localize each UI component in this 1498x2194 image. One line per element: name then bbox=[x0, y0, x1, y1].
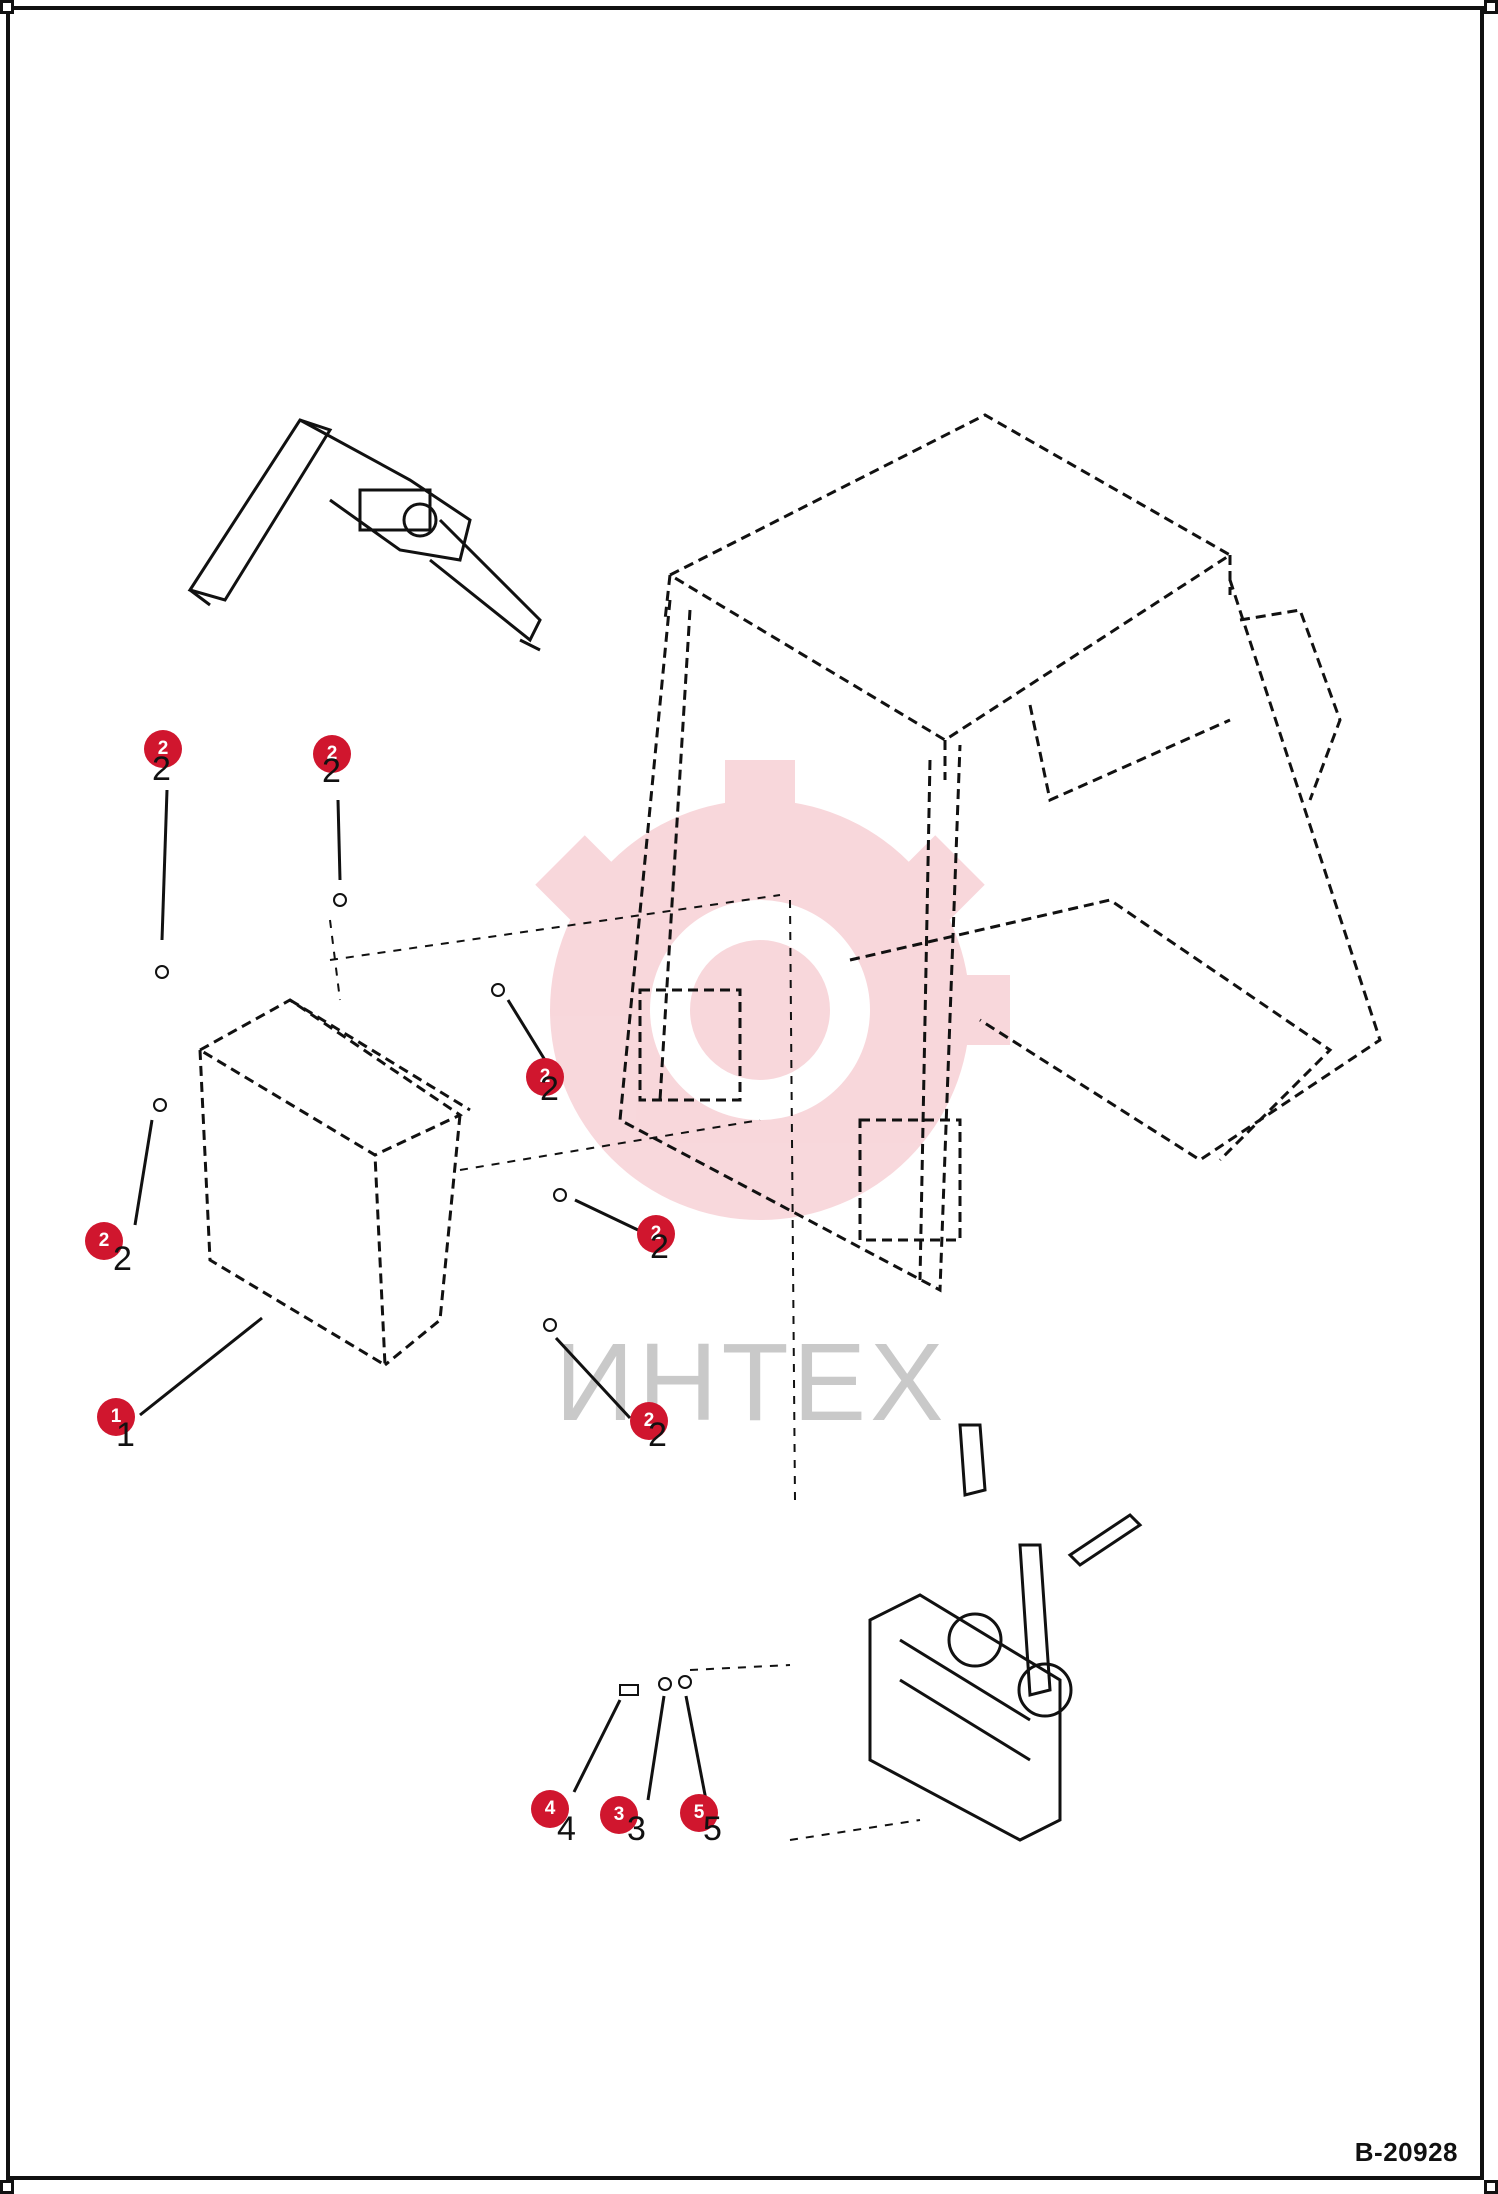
frame-corner-bottom-left bbox=[0, 2180, 14, 2194]
callout-badge-1: 1 bbox=[97, 1398, 135, 1436]
drawing-number: B-20928 bbox=[1354, 2137, 1458, 2167]
leader-lines bbox=[133, 789, 708, 1801]
callout-badge-2: 2 bbox=[630, 1402, 668, 1440]
cover-box-illustration bbox=[197, 998, 471, 1368]
callout-number: 2 bbox=[540, 1070, 559, 1108]
drawing-frame bbox=[6, 6, 1484, 2180]
callout-badge-5: 5 bbox=[680, 1794, 718, 1832]
backhoe-boom-illustration bbox=[187, 418, 542, 652]
assembly-guide-lines bbox=[329, 894, 921, 1841]
callout-badge-2: 2 bbox=[85, 1222, 123, 1260]
frame-corner-top-right bbox=[1484, 0, 1498, 14]
hardware-parts bbox=[153, 893, 692, 1696]
callout-number: 2 bbox=[113, 1240, 132, 1278]
callout-number: 2 bbox=[650, 1228, 669, 1266]
watermark-text: ИНТЕХ bbox=[555, 1321, 947, 1444]
callout-badge-2: 2 bbox=[144, 730, 182, 768]
callout-badge-2: 2 bbox=[313, 735, 351, 773]
callout-badge-4: 4 bbox=[531, 1790, 569, 1828]
callout-number: 2 bbox=[648, 1416, 667, 1454]
callout-badge-3: 3 bbox=[600, 1796, 638, 1834]
frame-corner-top-left bbox=[0, 0, 14, 14]
callout-number: 2 bbox=[152, 750, 171, 788]
cab-frame-illustration bbox=[618, 413, 1382, 1293]
control-valve-illustration bbox=[868, 1423, 1143, 1842]
callout-number: 4 bbox=[557, 1810, 576, 1848]
callout-number: 1 bbox=[116, 1416, 135, 1454]
callout-number: 5 bbox=[703, 1810, 722, 1848]
callout-badge-2: 2 bbox=[526, 1058, 564, 1096]
callout-number: 2 bbox=[322, 752, 341, 790]
callout-badge-2: 2 bbox=[637, 1215, 675, 1253]
callout-number: 3 bbox=[627, 1810, 646, 1848]
frame-corner-bottom-right bbox=[1484, 2180, 1498, 2194]
watermark-gear bbox=[535, 760, 1010, 1220]
